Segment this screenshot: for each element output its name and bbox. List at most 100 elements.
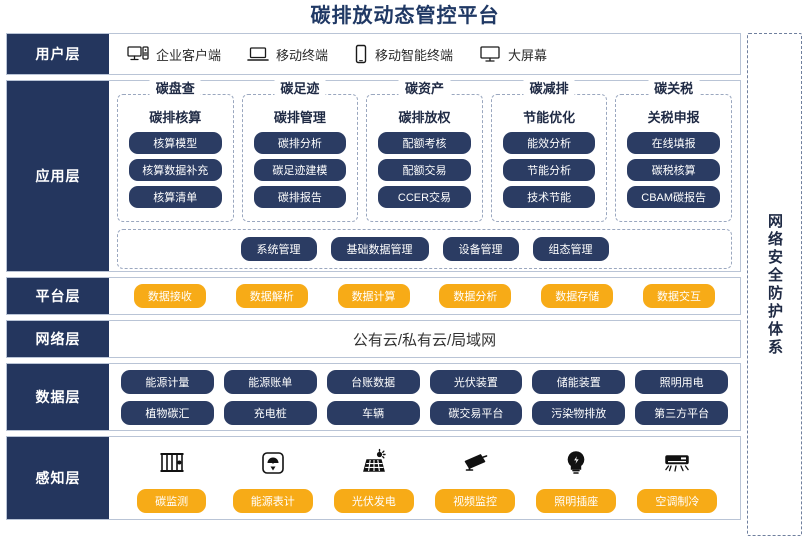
app-item-pill[interactable]: 核算清单 [129, 186, 222, 208]
monitor-icon [479, 45, 501, 63]
diagram-body: 用户层 [6, 33, 804, 536]
layer-data: 数据层 能源计量 能源账单 台账数据 光伏装置 储能装置 照明用电 植物碳汇 充… [6, 363, 741, 431]
app-item-pill[interactable]: 能效分析 [502, 132, 596, 154]
sense-item-label[interactable]: 空调制冷 [637, 488, 718, 513]
app-item-pill[interactable]: CCER交易 [378, 186, 471, 208]
data-pill-vehicle[interactable]: 车辆 [326, 400, 420, 425]
app-item-pill[interactable]: 配额考核 [378, 132, 471, 154]
lightbulb-icon [561, 444, 591, 482]
platform-pill-data-storage[interactable]: 数据存储 [541, 284, 614, 308]
laptop-icon [247, 45, 269, 63]
user-item-label: 企业客户端 [156, 47, 222, 63]
app-item-pill[interactable]: 核算数据补充 [129, 159, 222, 181]
data-pill-ledger-data[interactable]: 台账数据 [326, 369, 420, 394]
app-column-carbon-footprint: 碳足迹 碳排管理 碳排分析 碳足迹建模 碳排报告 [241, 78, 359, 222]
layer-platform-body: 数据接收 数据解析 数据计算 数据分析 数据存储 数据交互 [109, 278, 740, 314]
sense-item-label[interactable]: 碳监测 [137, 488, 207, 513]
platform-pill-data-analysis[interactable]: 数据分析 [439, 284, 512, 308]
layer-sense: 感知层 碳监测 [6, 436, 741, 520]
app-column-subtitle: 碳排放权 [398, 110, 451, 125]
app-item-pill[interactable]: 碳排分析 [253, 132, 347, 154]
app-column-carbon-tariff: 碳关税 关税申报 在线填报 碳税核算 CBAM碳报告 [615, 78, 732, 222]
cctv-camera-icon [460, 444, 490, 482]
data-pill-energy-metering[interactable]: 能源计量 [121, 369, 214, 394]
sense-item-pv-generation[interactable]: 光伏发电 [323, 444, 424, 513]
application-column-group: 碳盘查 碳排核算 核算模型 核算数据补充 核算清单 碳足迹 碳排管理 碳排分析 … [117, 78, 732, 222]
energy-meter-icon [258, 444, 288, 482]
layer-application-body: 碳盘查 碳排核算 核算模型 核算数据补充 核算清单 碳足迹 碳排管理 碳排分析 … [109, 78, 740, 271]
layer-platform: 平台层 数据接收 数据解析 数据计算 数据分析 数据存储 数据交互 [6, 277, 741, 315]
layer-platform-label: 平台层 [7, 278, 109, 314]
layer-application-label: 应用层 [7, 81, 109, 271]
platform-pill-data-parse[interactable]: 数据解析 [235, 284, 308, 308]
sense-item-label[interactable]: 光伏发电 [333, 488, 414, 513]
layer-data-label: 数据层 [7, 364, 109, 430]
user-terminal-list: 企业客户端 移动终端 [109, 44, 740, 64]
app-column-subtitle: 节能优化 [523, 110, 576, 125]
app-column-title: 碳足迹 [274, 78, 326, 97]
app-column-carbon-reduction: 碳减排 节能优化 能效分析 节能分析 技术节能 [490, 78, 608, 222]
layer-user: 用户层 [6, 33, 741, 75]
data-pill-pollutant-emission[interactable]: 污染物排放 [532, 400, 626, 425]
platform-pill-data-receive[interactable]: 数据接收 [133, 284, 206, 308]
smartphone-icon [354, 44, 368, 64]
data-pill-charging-pile[interactable]: 充电桩 [223, 400, 317, 425]
management-pill-base-data[interactable]: 基础数据管理 [330, 237, 429, 261]
application-management-group: 系统管理 基础数据管理 设备管理 组态管理 [117, 229, 732, 269]
app-item-pill[interactable]: 节能分析 [502, 159, 596, 181]
layer-network: 网络层 公有云/私有云/局域网 [6, 320, 741, 358]
management-pill-system[interactable]: 系统管理 [240, 237, 317, 261]
sense-item-label[interactable]: 视频监控 [435, 488, 516, 513]
app-column-title: 碳关税 [648, 78, 700, 97]
sense-item-air-conditioning[interactable]: 空调制冷 [627, 444, 728, 513]
app-item-pill[interactable]: 技术节能 [502, 186, 596, 208]
layer-network-body: 公有云/私有云/局域网 [109, 321, 740, 357]
data-item-grid: 能源计量 能源账单 台账数据 光伏装置 储能装置 照明用电 植物碳汇 充电桩 车… [109, 362, 740, 433]
app-item-pill[interactable]: 碳税核算 [627, 159, 720, 181]
user-item-smart-mobile-terminal[interactable]: 移动智能终端 [354, 44, 453, 64]
app-column-title: 碳减排 [523, 78, 575, 97]
sense-item-energy-meter[interactable]: 能源表计 [222, 444, 323, 513]
network-description: 公有云/私有云/局域网 [352, 331, 497, 349]
app-column-subtitle: 碳排核算 [149, 110, 202, 125]
sense-item-label[interactable]: 能源表计 [232, 488, 313, 513]
sense-item-lighting-socket[interactable]: 照明插座 [526, 444, 627, 513]
layer-application: 应用层 碳盘查 碳排核算 核算模型 核算数据补充 核算清单 碳足迹 碳排管理 [6, 78, 741, 272]
page-title: 碳排放动态管控平台 [310, 5, 500, 27]
data-pill-pv-device[interactable]: 光伏装置 [429, 369, 523, 394]
platform-pill-data-compute[interactable]: 数据计算 [337, 284, 410, 308]
data-pill-carbon-trading-platform[interactable]: 碳交易平台 [429, 400, 523, 425]
sense-item-grid: 碳监测 能源表计 [109, 438, 740, 519]
management-pill-configuration[interactable]: 组态管理 [532, 237, 609, 261]
platform-pill-data-exchange[interactable]: 数据交互 [643, 284, 716, 308]
data-pill-third-party-platform[interactable]: 第三方平台 [635, 400, 728, 425]
app-item-pill[interactable]: 核算模型 [129, 132, 222, 154]
sense-item-carbon-monitor[interactable]: 碳监测 [121, 444, 222, 513]
sense-item-video-surveillance[interactable]: 视频监控 [424, 444, 525, 513]
user-item-mobile-terminal[interactable]: 移动终端 [247, 45, 328, 64]
layer-network-label: 网络层 [7, 321, 109, 357]
sense-item-label[interactable]: 照明插座 [536, 488, 617, 513]
user-item-big-screen[interactable]: 大屏幕 [479, 45, 547, 64]
data-pill-energy-bill[interactable]: 能源账单 [223, 369, 317, 394]
user-item-label: 大屏幕 [508, 47, 548, 63]
management-pill-device[interactable]: 设备管理 [442, 237, 519, 261]
data-pill-plant-carbon-sink[interactable]: 植物碳汇 [121, 400, 214, 425]
layer-user-label: 用户层 [7, 34, 109, 74]
air-conditioner-icon [662, 444, 692, 482]
data-pill-storage-device[interactable]: 储能装置 [532, 369, 626, 394]
app-column-carbon-inventory: 碳盘查 碳排核算 核算模型 核算数据补充 核算清单 [117, 78, 234, 222]
data-pill-lighting-power[interactable]: 照明用电 [635, 369, 728, 394]
app-item-pill[interactable]: 配额交易 [378, 159, 471, 181]
app-item-pill[interactable]: 在线填报 [627, 132, 720, 154]
app-column-subtitle: 关税申报 [647, 110, 700, 125]
app-item-pill[interactable]: 碳足迹建模 [253, 159, 347, 181]
user-item-enterprise-client[interactable]: 企业客户端 [127, 45, 221, 64]
layer-data-body: 能源计量 能源账单 台账数据 光伏装置 储能装置 照明用电 植物碳汇 充电桩 车… [109, 364, 740, 430]
platform-item-list: 数据接收 数据解析 数据计算 数据分析 数据存储 数据交互 [109, 284, 740, 308]
app-item-pill[interactable]: 碳排报告 [253, 186, 347, 208]
app-item-pill[interactable]: CBAM碳报告 [627, 186, 720, 208]
layer-stack: 用户层 [6, 33, 741, 536]
solar-panel-icon [359, 444, 389, 482]
